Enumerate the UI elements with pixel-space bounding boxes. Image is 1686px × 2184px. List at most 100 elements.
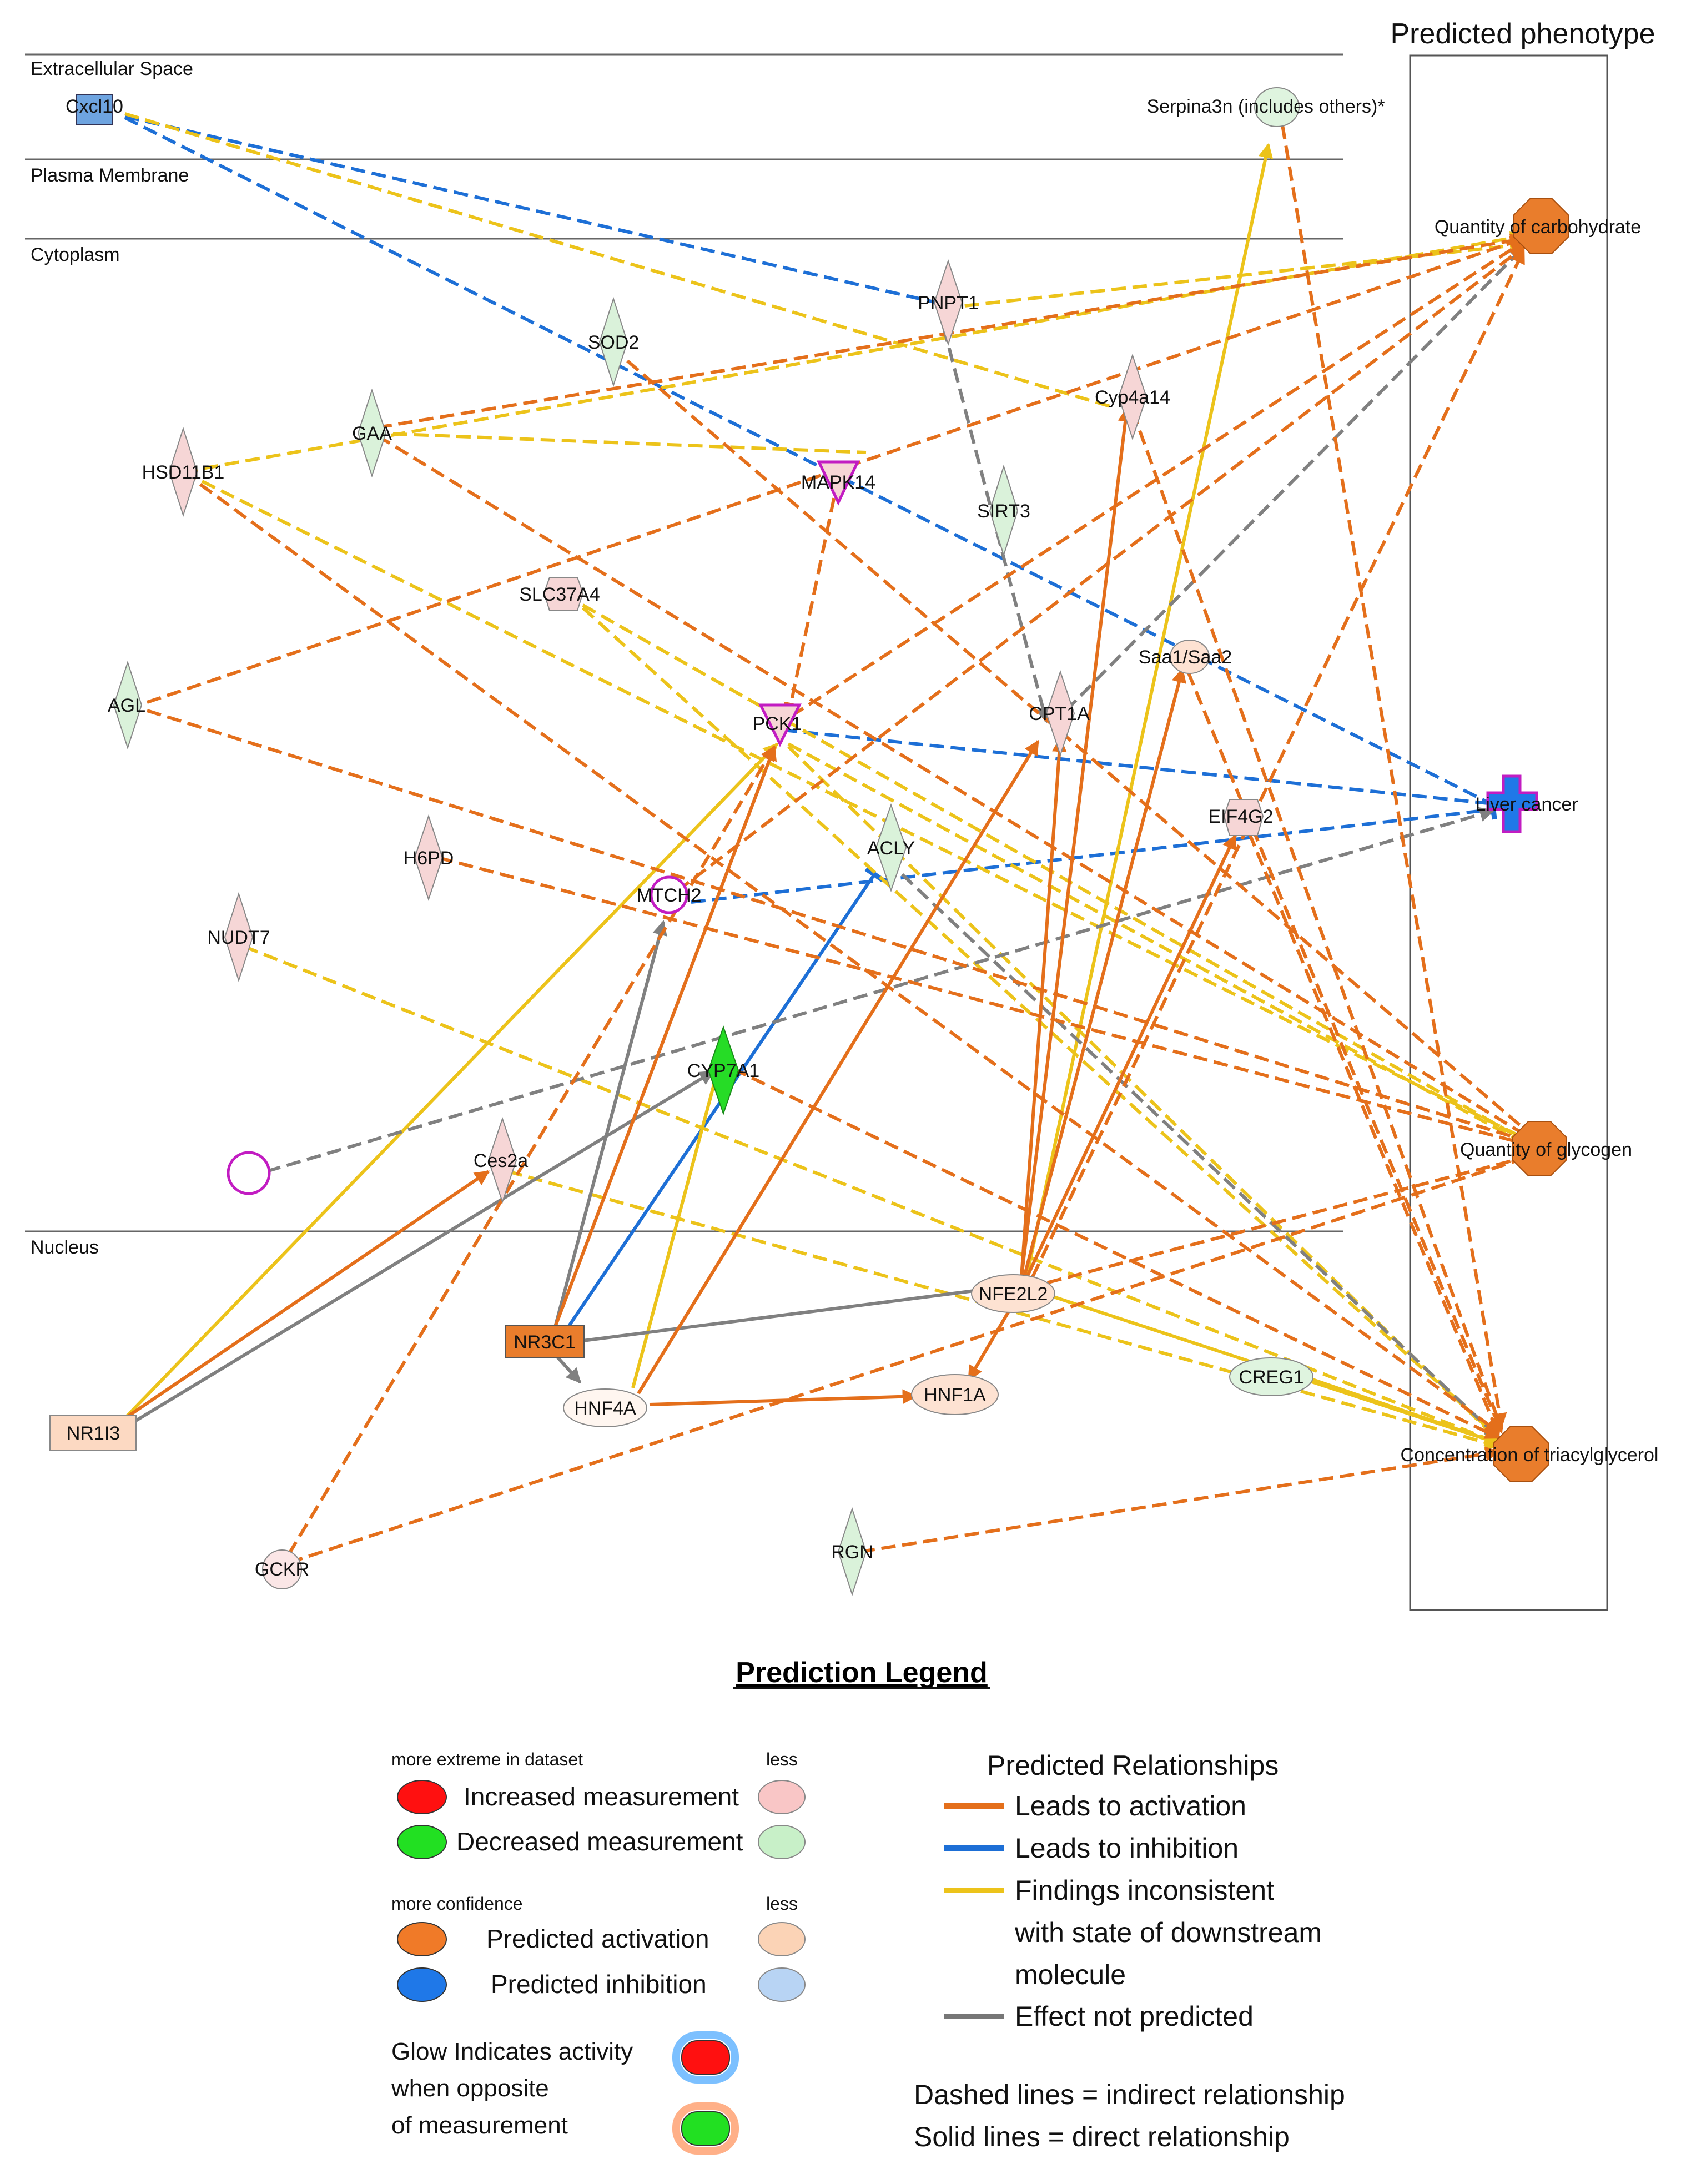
node-mapk14-label: MAPK14	[801, 472, 875, 493]
edge-nfe2l2-saa	[1023, 667, 1186, 1277]
edge-rgn-trig	[860, 1446, 1501, 1553]
legend-glow-red-swatch	[681, 2040, 730, 2075]
node-slc37a4-shape[interactable]	[543, 577, 584, 611]
edge-nr3c1-mtch2	[553, 920, 667, 1327]
node-creg1-shape[interactable]	[1229, 1357, 1313, 1396]
edge-nr3c1-nfe2l2	[582, 1289, 975, 1342]
edge-cxcl10-liver-cancer	[124, 116, 1501, 816]
edge-gaa-glycogen	[376, 434, 1537, 1143]
edge-agl-glycogen	[147, 709, 1537, 1147]
node-gaa-label: GAA	[352, 423, 392, 444]
edge-hnf4a-hnf1a	[649, 1389, 918, 1406]
legend-relationships-title: Predicted Relationships	[987, 1750, 1279, 1781]
legend-decreased-light-swatch	[758, 1825, 806, 1859]
node-sirt3-shape[interactable]	[989, 464, 1019, 557]
edge-gckr-glycogen	[288, 1151, 1537, 1564]
node-ces2a-label: Ces2a	[474, 1150, 528, 1171]
node-nr3c1-shape[interactable]	[505, 1325, 585, 1358]
node-nfe2l2-shape[interactable]	[971, 1274, 1055, 1313]
node-rgn-shape[interactable]	[837, 1507, 867, 1597]
node-cpt1a-label: CPT1A	[1029, 703, 1090, 724]
node-cyp7a1-shape[interactable]	[707, 1025, 739, 1116]
legend-glow-green-swatch	[681, 2111, 730, 2146]
node-ces2a-shape[interactable]	[487, 1116, 517, 1204]
legend-less-2: less	[766, 1894, 798, 1914]
legend-inconsistent-line1: Findings inconsistent	[1015, 1875, 1274, 1906]
node-eif4g2-label: EIF4G2	[1208, 806, 1273, 827]
edge-mystery-liver-cancer	[266, 807, 1495, 1173]
legend-decreased-strong-swatch	[397, 1825, 447, 1859]
node-cyp4a14-shape[interactable]	[1118, 353, 1148, 441]
edge-nfe2l2-serpina3n	[1023, 143, 1274, 1289]
node-gaa-shape[interactable]	[357, 388, 387, 478]
node-cxcl10-shape[interactable]	[76, 94, 113, 125]
edge-nudt7-trig-y	[243, 945, 1501, 1446]
node-mapk14-shape[interactable]	[817, 460, 860, 506]
legend-glow-line2: when opposite	[391, 2075, 549, 2102]
legend-more-confidence: more confidence	[391, 1894, 523, 1914]
edge-cyp7a1-trig	[732, 1067, 1501, 1440]
legend-inconsistent-line3: molecule	[1015, 1959, 1126, 1990]
node-hsd11b1-shape[interactable]	[168, 426, 198, 517]
node-hnf1a-shape[interactable]	[911, 1374, 999, 1415]
edge-nr3c1-acly	[553, 867, 884, 1347]
node-mtch2-label: MTCH2	[636, 885, 701, 906]
node-nudt7-shape[interactable]	[224, 892, 254, 983]
layer-label-extracellular: Extracellular Space	[31, 58, 193, 79]
node-sod2-shape[interactable]	[598, 296, 628, 388]
unlabeled-node-circle[interactable]	[227, 1151, 271, 1195]
legend-inhibition-strong-swatch	[397, 1967, 447, 2002]
node-pnpt1-label: PNPT1	[918, 293, 979, 314]
node-eif4g2-shape[interactable]	[1223, 799, 1264, 836]
node-hnf4a-shape[interactable]	[563, 1388, 647, 1427]
layer-label-nucleus: Nucleus	[31, 1237, 99, 1258]
phenotype-carbohydrate-label: Quantity of carbohydrate	[1435, 217, 1641, 238]
node-creg1-label: CREG1	[1239, 1367, 1303, 1388]
phenotype-glycogen-shape[interactable]	[1512, 1121, 1567, 1176]
edge-serpina3n-trig	[1281, 124, 1507, 1428]
node-serpina3n-shape[interactable]	[1254, 87, 1300, 127]
node-acly-shape[interactable]	[875, 803, 907, 893]
edge-nr3c1-pck1	[553, 745, 777, 1328]
node-saa-label: Saa1/Saa2	[1139, 647, 1232, 668]
legend-activation-strong-swatch	[397, 1922, 447, 1956]
node-nr1i3-shape[interactable]	[49, 1415, 137, 1451]
node-slc37a4-label: SLC37A4	[519, 584, 600, 605]
phenotype-carbohydrate-shape[interactable]	[1513, 198, 1569, 254]
edge-nfe2l2-glycogen	[1026, 1151, 1537, 1290]
legend-more-extreme: more extreme in dataset	[391, 1749, 583, 1769]
phenotype-triacylglycerol-shape[interactable]	[1493, 1426, 1549, 1482]
legend-leads-activation: Leads to activation	[1015, 1790, 1246, 1821]
edge-saa-trig	[1186, 671, 1504, 1434]
node-saa-shape[interactable]	[1170, 640, 1210, 674]
edge-acly-trig-g	[900, 873, 1501, 1440]
node-agl-label: AGL	[108, 695, 145, 716]
node-h6pd-shape[interactable]	[414, 814, 444, 902]
edge-mtch2-carb	[676, 245, 1526, 893]
edge-cxcl10-cyp4a14-y	[124, 112, 1116, 410]
node-pck1-shape[interactable]	[758, 703, 802, 747]
legend-title: Prediction Legend	[736, 1657, 988, 1689]
edge-h6pd-glycogen	[438, 856, 1537, 1150]
legend-predicted-inhibition: Predicted inhibition	[491, 1970, 707, 1999]
node-agl-shape[interactable]	[113, 660, 143, 750]
legend-glow-orange-halo	[672, 2102, 739, 2155]
node-cpt1a-shape[interactable]	[1045, 670, 1075, 757]
edge-hnf4a-cpt1a	[637, 739, 1040, 1395]
edge-gaa-mapk14-y	[371, 431, 867, 454]
edge-nr1i3-cyp7a1	[115, 1070, 715, 1434]
edge-nr1i3-pck1	[115, 742, 779, 1428]
edge-nfe2l2-cyp4a14	[1020, 406, 1133, 1277]
node-pnpt1-shape[interactable]	[933, 259, 963, 346]
edge-eif4g2-trig	[1247, 832, 1501, 1437]
edge-cyp4a14-trig	[1131, 410, 1504, 1431]
legend-inhibition-light-swatch	[758, 1967, 806, 2002]
node-rgn-label: RGN	[831, 1542, 873, 1563]
edge-hsd11b1-carb-y	[183, 230, 1526, 474]
legend-dashed-note: Dashed lines = indirect relationship	[914, 2079, 1345, 2110]
phenotype-liver-cancer-shape[interactable]	[1486, 774, 1538, 833]
node-sirt3-label: SIRT3	[977, 501, 1030, 522]
node-pck1-label: PCK1	[753, 713, 802, 734]
node-gckr-shape[interactable]	[262, 1549, 302, 1589]
node-mtch2-shape[interactable]	[650, 875, 688, 914]
